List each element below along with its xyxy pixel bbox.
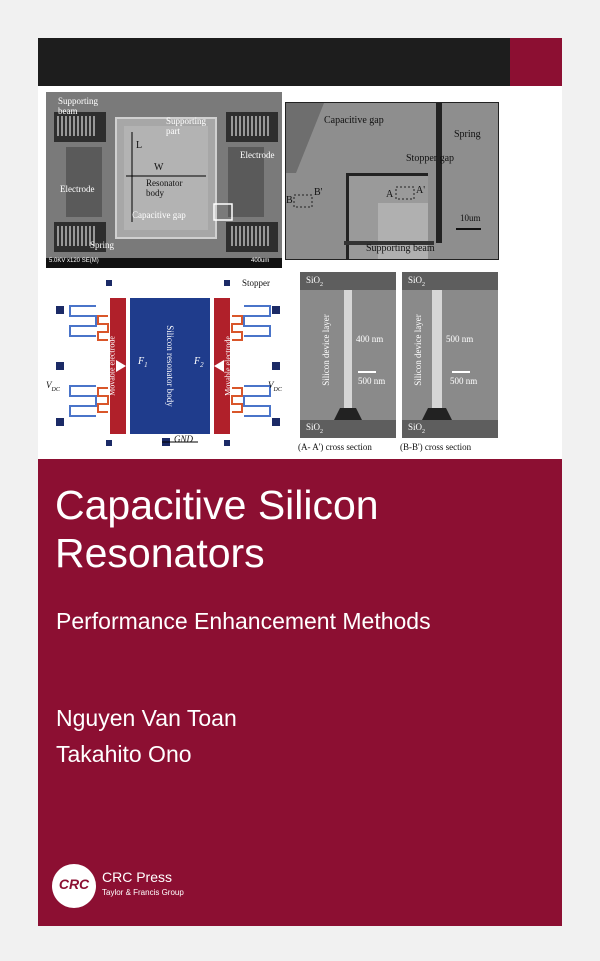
cross-b-top-oxide: SiO2 [408,275,426,288]
top-accent-block [510,38,562,86]
label-zoom-spring: Spring [454,129,481,140]
label-resonator-body-schematic: Silicon resonator body [165,325,175,407]
cross-a-gap-label: 400 nm [356,334,384,344]
label-zoom-supporting-beam: Supporting beam [366,243,435,254]
label-movable-electrode-right: Movable electrode [223,336,233,396]
cross-section-b-drawing [402,272,498,438]
cross-b-gap-label: 500 nm [446,334,474,344]
sem-overview-drawing [46,92,282,268]
crc-logo-text: CRC [58,876,90,892]
author-2: Takahito Ono [56,741,192,767]
cover-figure: Supporting beam Supporting part L W Reso… [38,86,562,459]
author-1: Nguyen Van Toan [56,705,237,731]
cross-b-scale-label: 500 nm [450,376,478,386]
sem-footer-left: 5.0KV x120 SE(M) [49,258,99,264]
cross-a-top-oxide: SiO2 [306,275,324,288]
cross-a-scale-label: 500 nm [358,376,386,386]
cross-section-a: SiO2 Silicon device layer 400 nm 500 nm … [300,272,396,438]
schematic-diagram: Stopper Movable electrode Movable electr… [46,276,290,452]
label-vdc-right: VDC [268,380,282,393]
sem-zoom-image: Capacitive gap Spring Stopper gap B B' A… [285,102,499,260]
label-zoom-B: B [286,195,293,206]
cross-a-caption: (A- A') cross section [298,442,372,452]
schematic-drawing [56,280,280,446]
label-zoom-scale: 10um [460,213,481,223]
book-title: Capacitive Silicon Resonators [55,482,379,576]
cross-b-layer-label: Silicon device layer [413,314,423,386]
label-supporting-beam: Supporting beam [58,96,99,116]
cross-a-layer-label: Silicon device layer [321,314,331,386]
label-L: L [136,140,143,151]
label-electrode-right: Electrode [240,150,275,160]
label-supporting-part: Supporting part [166,116,207,136]
top-black-band [38,38,510,86]
label-electrode-left: Electrode [60,184,95,194]
cross-b-bottom-oxide: SiO2 [408,422,426,435]
publisher-group: Taylor & Francis Group [102,888,184,897]
crc-logo: CRC [52,864,96,908]
sem-footer-right: 400um [251,258,270,264]
cross-a-bottom-oxide: SiO2 [306,422,324,435]
label-spring: Spring [90,240,115,250]
label-movable-electrode-left: Movable electrode [107,336,117,396]
label-force-1: F1 [138,356,148,369]
label-zoom-capacitive-gap: Capacitive gap [324,115,384,126]
label-gnd: GND [174,434,194,444]
sem-zoom-drawing [286,103,498,259]
label-vdc-left: VDC [46,380,60,393]
book-cover: Supporting beam Supporting part L W Reso… [38,38,562,926]
book-subtitle: Performance Enhancement Methods [56,608,431,634]
label-stopper: Stopper [242,278,270,288]
cross-section-a-drawing [300,272,396,438]
publisher-name: CRC Press [102,869,173,885]
cross-b-caption: (B-B') cross section [400,442,472,452]
label-zoom-A: A [386,189,394,200]
label-zoom-stopper-gap: Stopper gap [406,153,455,164]
label-resonator-body: Resonator body [146,178,183,198]
label-zoom-B-prime: B' [314,187,323,198]
label-W: W [154,162,164,173]
cross-section-b: SiO2 Silicon device layer 500 nm 500 nm … [402,272,498,438]
sem-overview-image: Supporting beam Supporting part L W Reso… [46,92,282,268]
label-force-2: F2 [194,356,204,369]
label-zoom-A-prime: A' [416,185,426,196]
label-capacitive-gap: Capacitive gap [132,210,186,220]
